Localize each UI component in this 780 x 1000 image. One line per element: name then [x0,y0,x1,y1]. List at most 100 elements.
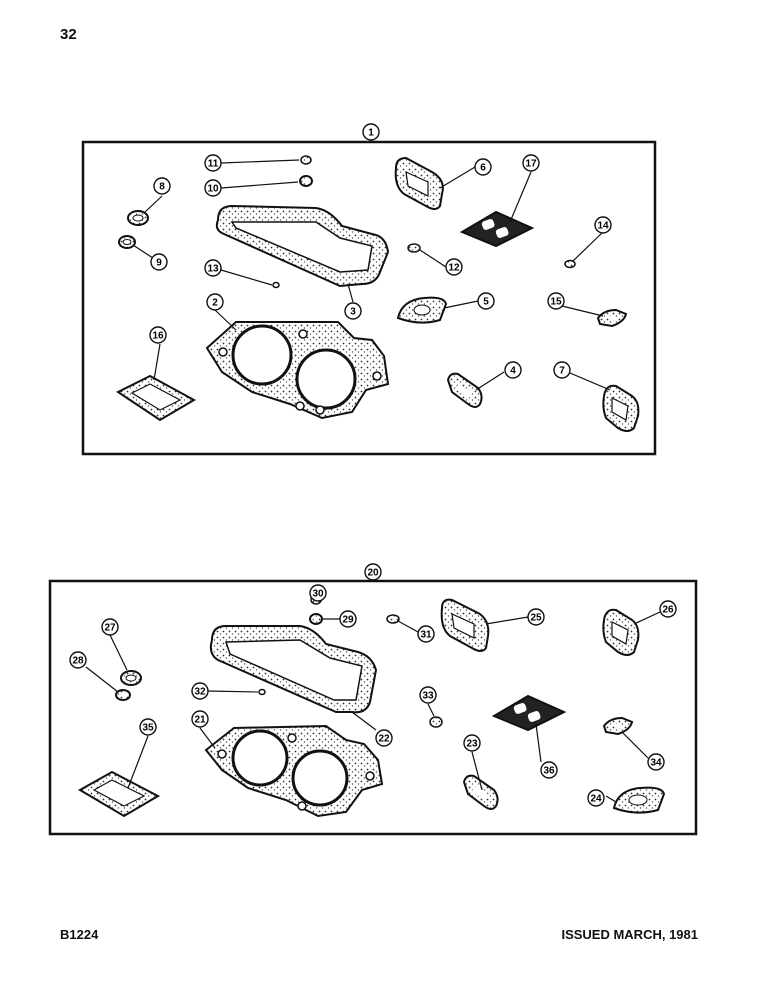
part-callout-17: 17 [522,154,540,172]
part-callout-30: 30 [309,584,327,602]
part-callout-10-label: 10 [207,184,219,195]
gasket-part-7 [602,384,640,432]
part-callout-24: 24 [587,789,605,807]
part-callout-14-label: 14 [597,221,609,232]
part-callout-14: 14 [594,216,612,234]
valve-cover-gasket-part-22 [209,625,378,714]
part-callout-25-label: 25 [530,613,542,624]
part-callout-36-label: 36 [543,766,555,777]
part-callout-10: 10 [204,179,222,197]
issue-date: ISSUED MARCH, 1981 [561,927,698,942]
gasket-part-34 [602,716,634,736]
part-callout-31: 31 [417,625,435,643]
kit-1-group [81,132,657,456]
part-callout-21-label: 21 [194,715,206,726]
part-callout-11: 11 [204,154,222,172]
part-callout-27-label: 27 [104,623,116,634]
document-code: B1224 [60,927,99,942]
part-callout-6: 6 [474,158,492,176]
part-callout-33: 33 [419,686,437,704]
washer-part-12 [407,243,421,253]
part-callout-35: 35 [139,718,157,736]
part-callout-13-label: 13 [207,264,219,275]
oring-part-32 [258,688,266,696]
kit-1-callout-label: 1 [368,128,374,139]
oring-part-13 [272,281,280,289]
part-callout-26-label: 26 [662,605,674,616]
washer-part-31 [386,614,400,624]
part-callout-11-label: 11 [208,159,219,170]
kit-20-callout: 20 [364,563,382,581]
part-callout-34-label: 34 [650,758,662,769]
part-callout-32-label: 32 [194,687,206,698]
part-callout-15: 15 [547,292,565,310]
part-callout-28-label: 28 [72,656,84,667]
gasket-part-6 [394,156,444,210]
kit-20-callout-label: 20 [367,568,379,579]
gasket-part-26 [602,608,640,656]
gasket-part-16 [116,374,197,422]
gasket-part-35 [77,770,161,818]
gasket-part-23 [462,774,499,810]
part-callout-21: 21 [191,710,209,728]
part-callout-6-label: 6 [480,163,486,174]
valve-cover-gasket-part [215,204,390,288]
kit-20-group [48,572,698,836]
gasket-part-15 [596,308,628,328]
part-callout-7: 7 [553,361,571,379]
part-callout-16: 16 [149,326,167,344]
part-callout-23-label: 23 [466,739,478,750]
gasket-part-36 [491,694,567,732]
part-callout-8-label: 8 [159,182,165,193]
part-callout-30-label: 30 [312,589,324,600]
part-callout-12-label: 12 [448,263,460,274]
gasket-part-5 [396,296,448,324]
part-callout-24-label: 24 [590,794,602,805]
part-callout-13: 13 [204,259,222,277]
part-callout-5: 5 [477,292,495,310]
part-callout-31-label: 31 [420,630,432,641]
part-callout-35-label: 35 [142,723,154,734]
part-callout-2-label: 2 [212,298,218,309]
gasket-part-17 [459,210,535,248]
part-callout-2: 2 [206,293,224,311]
part-callout-32: 32 [191,682,209,700]
part-callout-29-label: 29 [342,615,354,626]
part-callout-33-label: 33 [422,691,434,702]
part-callout-4-label: 4 [510,366,516,377]
kit-1-callout: 1 [362,123,380,141]
part-callout-9: 9 [150,253,168,271]
gasket-part-25 [440,598,490,652]
part-callout-16-label: 16 [152,331,164,342]
washer-part-11 [300,155,312,165]
gasket-part-4 [446,372,483,408]
part-callout-28: 28 [69,651,87,669]
gasket-part-24 [612,786,666,814]
part-callout-36: 36 [540,761,558,779]
washer-part-33 [429,716,443,728]
part-callout-7-label: 7 [559,366,565,377]
part-callout-34: 34 [647,753,665,771]
part-callout-22: 22 [375,729,393,747]
part-callout-12: 12 [445,258,463,276]
head-gasket-part-21 [204,724,384,818]
page-number: 32 [60,26,77,43]
part-callout-27: 27 [101,618,119,636]
head-gasket-part [205,321,390,420]
part-callout-3-label: 3 [350,307,356,318]
part-callout-26: 26 [659,600,677,618]
kit-1-frame [81,140,657,456]
part-callout-5-label: 5 [483,297,489,308]
part-callout-15-label: 15 [550,297,562,308]
part-callout-22-label: 22 [378,734,390,745]
washer-part-14 [564,259,576,269]
part-callout-17-label: 17 [525,159,537,170]
part-callout-8: 8 [153,177,171,195]
part-callout-29: 29 [339,610,357,628]
part-callout-3: 3 [344,302,362,320]
part-callout-4: 4 [504,361,522,379]
part-callout-9-label: 9 [156,258,162,269]
part-callout-25: 25 [527,608,545,626]
part-callout-23: 23 [463,734,481,752]
